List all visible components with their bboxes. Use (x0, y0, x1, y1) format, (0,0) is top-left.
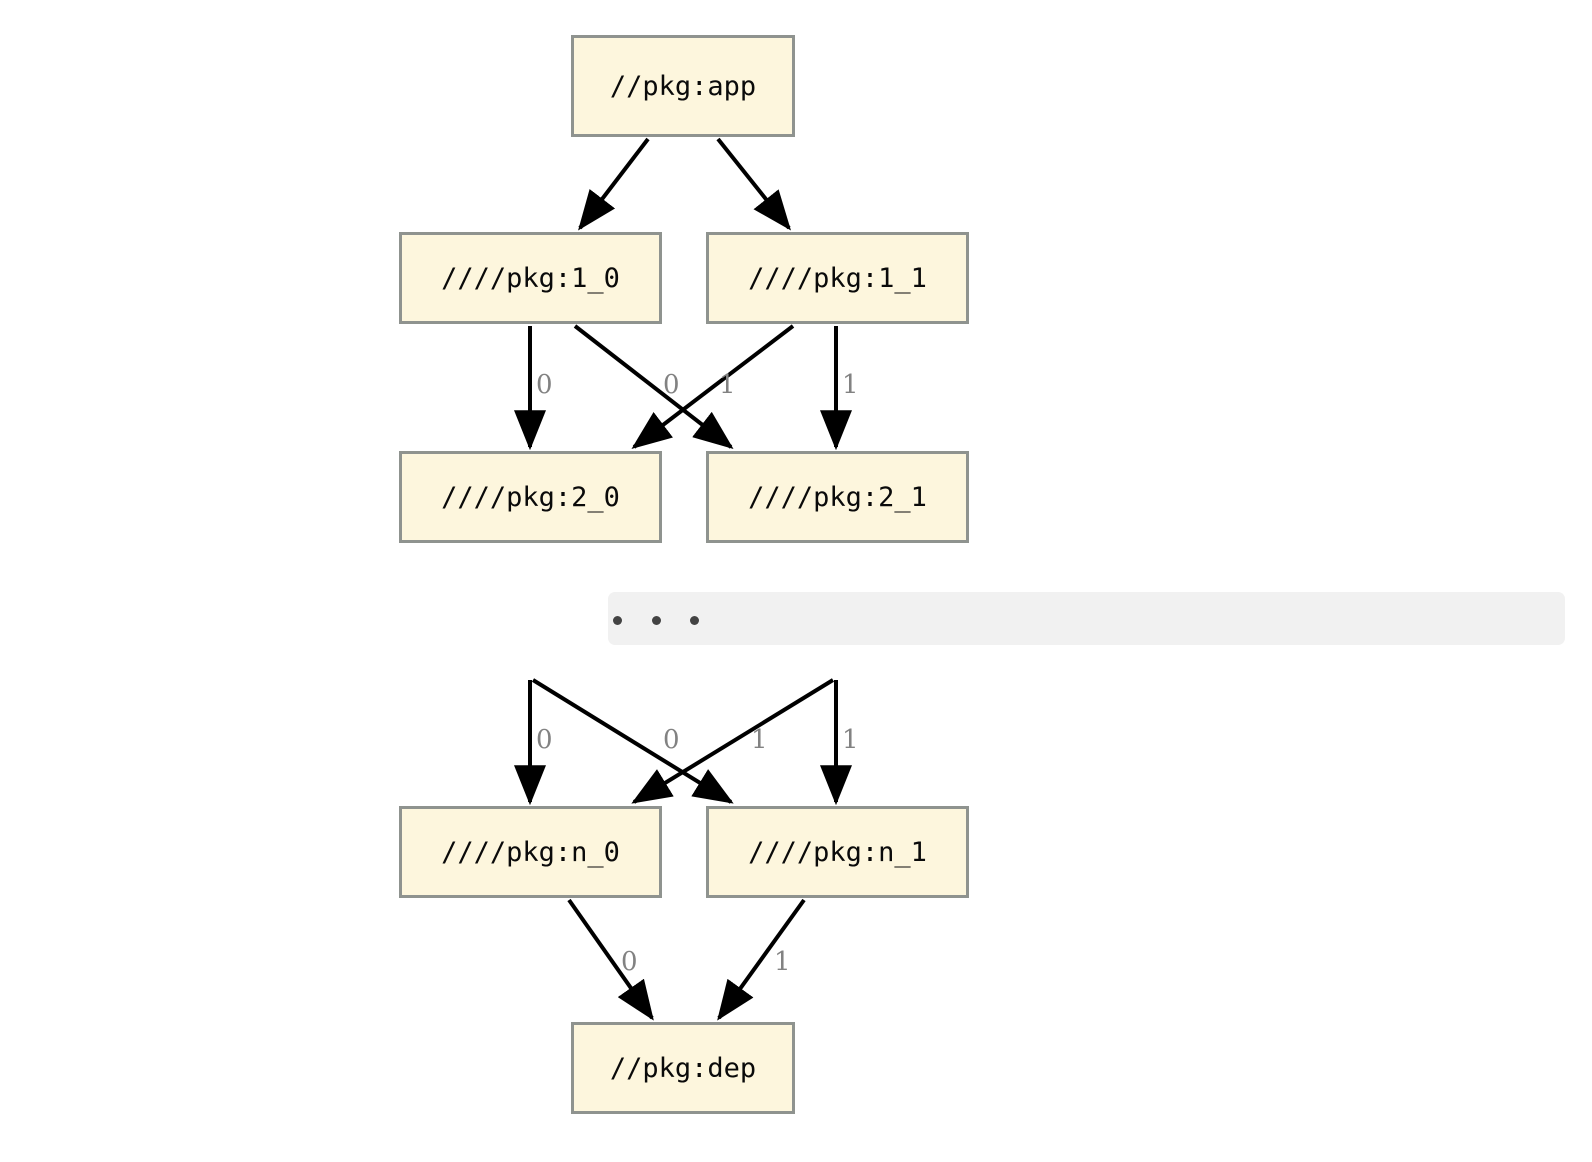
ellipsis-dot (690, 616, 699, 625)
edge-label-e-1_1-2_0: 1 (719, 370, 736, 400)
edge-label-e-1_1-2_1: 1 (842, 370, 859, 400)
graph-node-nn_1[interactable]: ////pkg:n_1 (706, 806, 969, 898)
edge-label-e-cut-n_1: 1 (842, 725, 859, 755)
edge-label-e-1_0-2_0: 0 (536, 370, 553, 400)
ellipsis-separator-band (608, 592, 1565, 645)
graph-node-label: ////pkg:2_0 (441, 481, 620, 513)
graph-node-label: ////pkg:1_0 (441, 262, 620, 294)
edge-label-e-cut-n_1a: 0 (663, 725, 680, 755)
graph-node-label: ////pkg:n_1 (748, 836, 927, 868)
graph-node-app[interactable]: //pkg:app (571, 35, 795, 137)
graph-node-label: //pkg:app (609, 70, 757, 102)
graph-edge-e-app-1_1 (716, 137, 791, 231)
graph-edge-e-cut-n_0b (631, 678, 835, 804)
edge-lines (514, 137, 852, 1021)
graph-edge-e-n_1-dep (717, 898, 806, 1021)
ellipsis-dot (652, 616, 661, 625)
graph-node-n1_1[interactable]: ////pkg:1_1 (706, 232, 969, 324)
edge-label-e-cut-n_0: 0 (536, 725, 553, 755)
graph-node-label: ////pkg:1_1 (748, 262, 927, 294)
graph-edge-e-n_0-dep (567, 898, 654, 1021)
graph-node-n1_0[interactable]: ////pkg:1_0 (399, 232, 662, 324)
graph-edge-e-cut-n_1a (531, 678, 734, 804)
graph-node-label: //pkg:dep (609, 1052, 757, 1084)
graph-node-n2_1[interactable]: ////pkg:2_1 (706, 451, 969, 543)
graph-node-dep[interactable]: //pkg:dep (571, 1022, 795, 1114)
edge-label-e-n_1-dep: 1 (774, 947, 791, 977)
graph-edge-e-1_1-2_0 (631, 324, 795, 449)
edge-label-e-1_0-2_1: 0 (663, 370, 680, 400)
graph-node-label: ////pkg:n_0 (441, 836, 620, 868)
graph-node-nn_0[interactable]: ////pkg:n_0 (399, 806, 662, 898)
graph-node-label: ////pkg:2_1 (748, 481, 927, 513)
graph-edge-e-app-1_0 (578, 137, 650, 231)
graph-node-n2_0[interactable]: ////pkg:2_0 (399, 451, 662, 543)
graph-edge-e-1_0-2_1 (573, 324, 734, 449)
edge-label-e-n_0-dep: 0 (621, 947, 638, 977)
edge-label-e-cut-n_0b: 1 (751, 725, 768, 755)
ellipsis-dot (613, 616, 622, 625)
